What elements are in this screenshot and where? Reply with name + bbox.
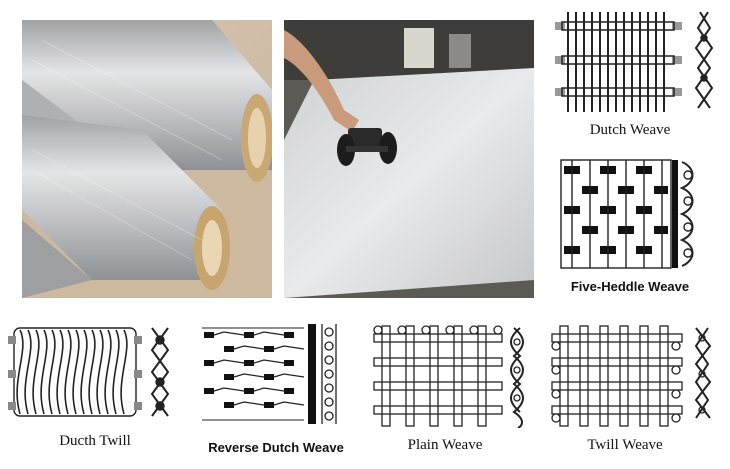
caption-dutch-twill: Ducth Twill: [59, 433, 131, 449]
plain-weave-diagram: [372, 324, 532, 428]
five-heddle-weave-diagram: [560, 158, 702, 270]
dutch-twill-diagram: [6, 320, 174, 424]
caption-reverse-dutch-weave: Reverse Dutch Weave: [208, 440, 344, 455]
reverse-dutch-weave-diagram: [200, 322, 350, 426]
dutch-weave-diagram: [552, 8, 722, 120]
caption-twill-weave: Twill Weave: [587, 437, 663, 453]
caption-plain-weave: Plain Weave: [407, 437, 483, 453]
twill-weave-diagram: [550, 324, 722, 428]
caption-five-heddle-weave: Five-Heddle Weave: [570, 279, 690, 294]
photo-mesh-rolls: [22, 20, 272, 298]
photo-mesh-inspection: [284, 20, 534, 298]
caption-dutch-weave: Dutch Weave: [589, 122, 671, 138]
